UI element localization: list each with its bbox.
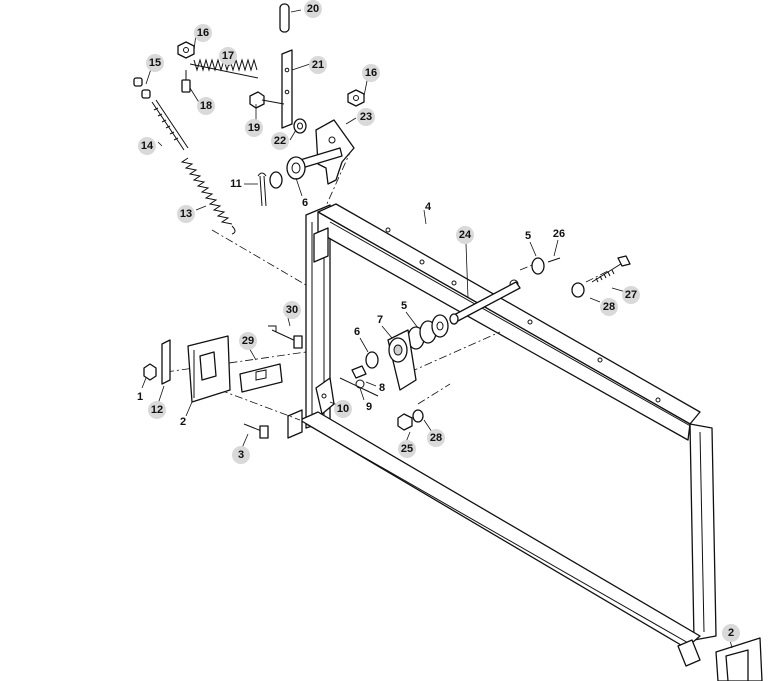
part-26-pin	[547, 257, 561, 263]
callout-10: 10	[334, 400, 352, 418]
part-16-nut-left	[177, 41, 195, 59]
callout-21: 21	[309, 56, 327, 74]
part-15-fittings	[133, 77, 151, 99]
part-5-washer-right	[531, 257, 545, 275]
svg-text:12: 12	[151, 404, 163, 416]
svg-text:25: 25	[401, 443, 413, 455]
svg-text:21: 21	[312, 59, 324, 71]
callout-18: 18	[197, 97, 215, 115]
part-14-threaded-rod	[151, 99, 189, 151]
part-27-bolt	[591, 255, 631, 283]
part-13-coil-spring	[180, 157, 236, 235]
callout-24: 24	[456, 226, 474, 244]
part-5-washers-middle	[407, 314, 449, 350]
part-29-plate	[239, 363, 283, 393]
svg-text:23: 23	[360, 111, 372, 123]
callout-28-right: 28	[600, 298, 618, 316]
leader-lines	[141, 9, 733, 649]
callout-2-right: 2	[722, 624, 740, 642]
callout-9: 9	[366, 401, 372, 413]
part-19-bolt	[249, 91, 285, 109]
svg-text:16: 16	[197, 27, 209, 39]
svg-text:2: 2	[728, 627, 734, 639]
part-24-shaft	[449, 281, 521, 325]
svg-text:29: 29	[242, 335, 254, 347]
callout-20: 20	[304, 0, 322, 18]
callout-22: 22	[271, 132, 289, 150]
callout-19: 19	[245, 119, 263, 137]
callout-16-right: 16	[362, 64, 380, 82]
callout-29: 29	[239, 332, 257, 350]
callout-5-middle: 5	[401, 300, 407, 312]
callout-4: 4	[425, 201, 432, 213]
part-23-lever-bracket	[299, 119, 355, 185]
svg-text:28: 28	[603, 301, 615, 313]
callout-27: 27	[622, 286, 640, 304]
part-3-bolt	[243, 423, 269, 439]
part-18-bolt	[181, 70, 191, 93]
callout-14: 14	[138, 137, 156, 155]
part-7-pivot-bracket	[387, 329, 417, 391]
callout-1: 1	[137, 391, 143, 403]
callout-12: 12	[148, 401, 166, 419]
part-6-washers-upper	[269, 156, 306, 189]
svg-text:27: 27	[625, 289, 637, 301]
callout-13: 13	[177, 205, 195, 223]
main-frame	[287, 203, 717, 667]
callout-30: 30	[283, 301, 301, 319]
svg-text:19: 19	[248, 122, 260, 134]
part-2-bracket-left	[187, 335, 231, 403]
callouts: 20 21 16 17 15 16 18 14 19 22 23 11 6 13…	[137, 0, 740, 642]
callout-17: 17	[219, 47, 237, 65]
part-8-9-hardware	[339, 365, 379, 397]
part-1-nut	[143, 363, 157, 381]
svg-text:18: 18	[200, 100, 212, 112]
svg-text:16: 16	[365, 67, 377, 79]
svg-text:17: 17	[222, 50, 234, 62]
part-11-cotter-pin	[257, 172, 267, 207]
callout-15: 15	[146, 54, 164, 72]
callout-2-left: 2	[180, 416, 186, 428]
part-17-spring	[189, 58, 259, 79]
part-2-bracket-right	[715, 637, 763, 681]
callout-23: 23	[357, 108, 375, 126]
part-20-link	[279, 3, 290, 33]
callout-11: 11	[230, 178, 242, 190]
part-25-nut	[397, 413, 413, 431]
svg-text:24: 24	[459, 229, 472, 241]
callout-3: 3	[232, 446, 250, 464]
part-22-washer	[293, 118, 307, 134]
callout-8: 8	[379, 382, 385, 394]
svg-text:14: 14	[141, 140, 154, 152]
callout-6-lower: 6	[354, 326, 360, 338]
callout-26: 26	[553, 228, 565, 240]
svg-text:22: 22	[274, 135, 286, 147]
callout-5-right: 5	[525, 230, 531, 242]
part-28-washer-lower	[412, 409, 424, 423]
part-16-nut-right	[347, 89, 365, 107]
svg-text:13: 13	[180, 208, 192, 220]
svg-text:30: 30	[286, 304, 298, 316]
part-6-washer-lower	[365, 351, 379, 369]
part-12-plate	[161, 339, 171, 385]
callout-28-lower: 28	[427, 429, 445, 447]
svg-text:28: 28	[430, 432, 442, 444]
part-28-washer-right	[571, 282, 585, 298]
part-30-bolt	[268, 325, 303, 349]
part-21-rod	[281, 49, 293, 129]
callout-7: 7	[377, 314, 383, 326]
callout-16-left: 16	[194, 24, 212, 42]
callout-6-upper: 6	[302, 197, 308, 209]
svg-text:3: 3	[238, 449, 244, 461]
callout-25: 25	[398, 440, 416, 458]
svg-text:10: 10	[337, 403, 349, 415]
svg-text:15: 15	[149, 57, 161, 69]
svg-text:20: 20	[307, 3, 319, 15]
